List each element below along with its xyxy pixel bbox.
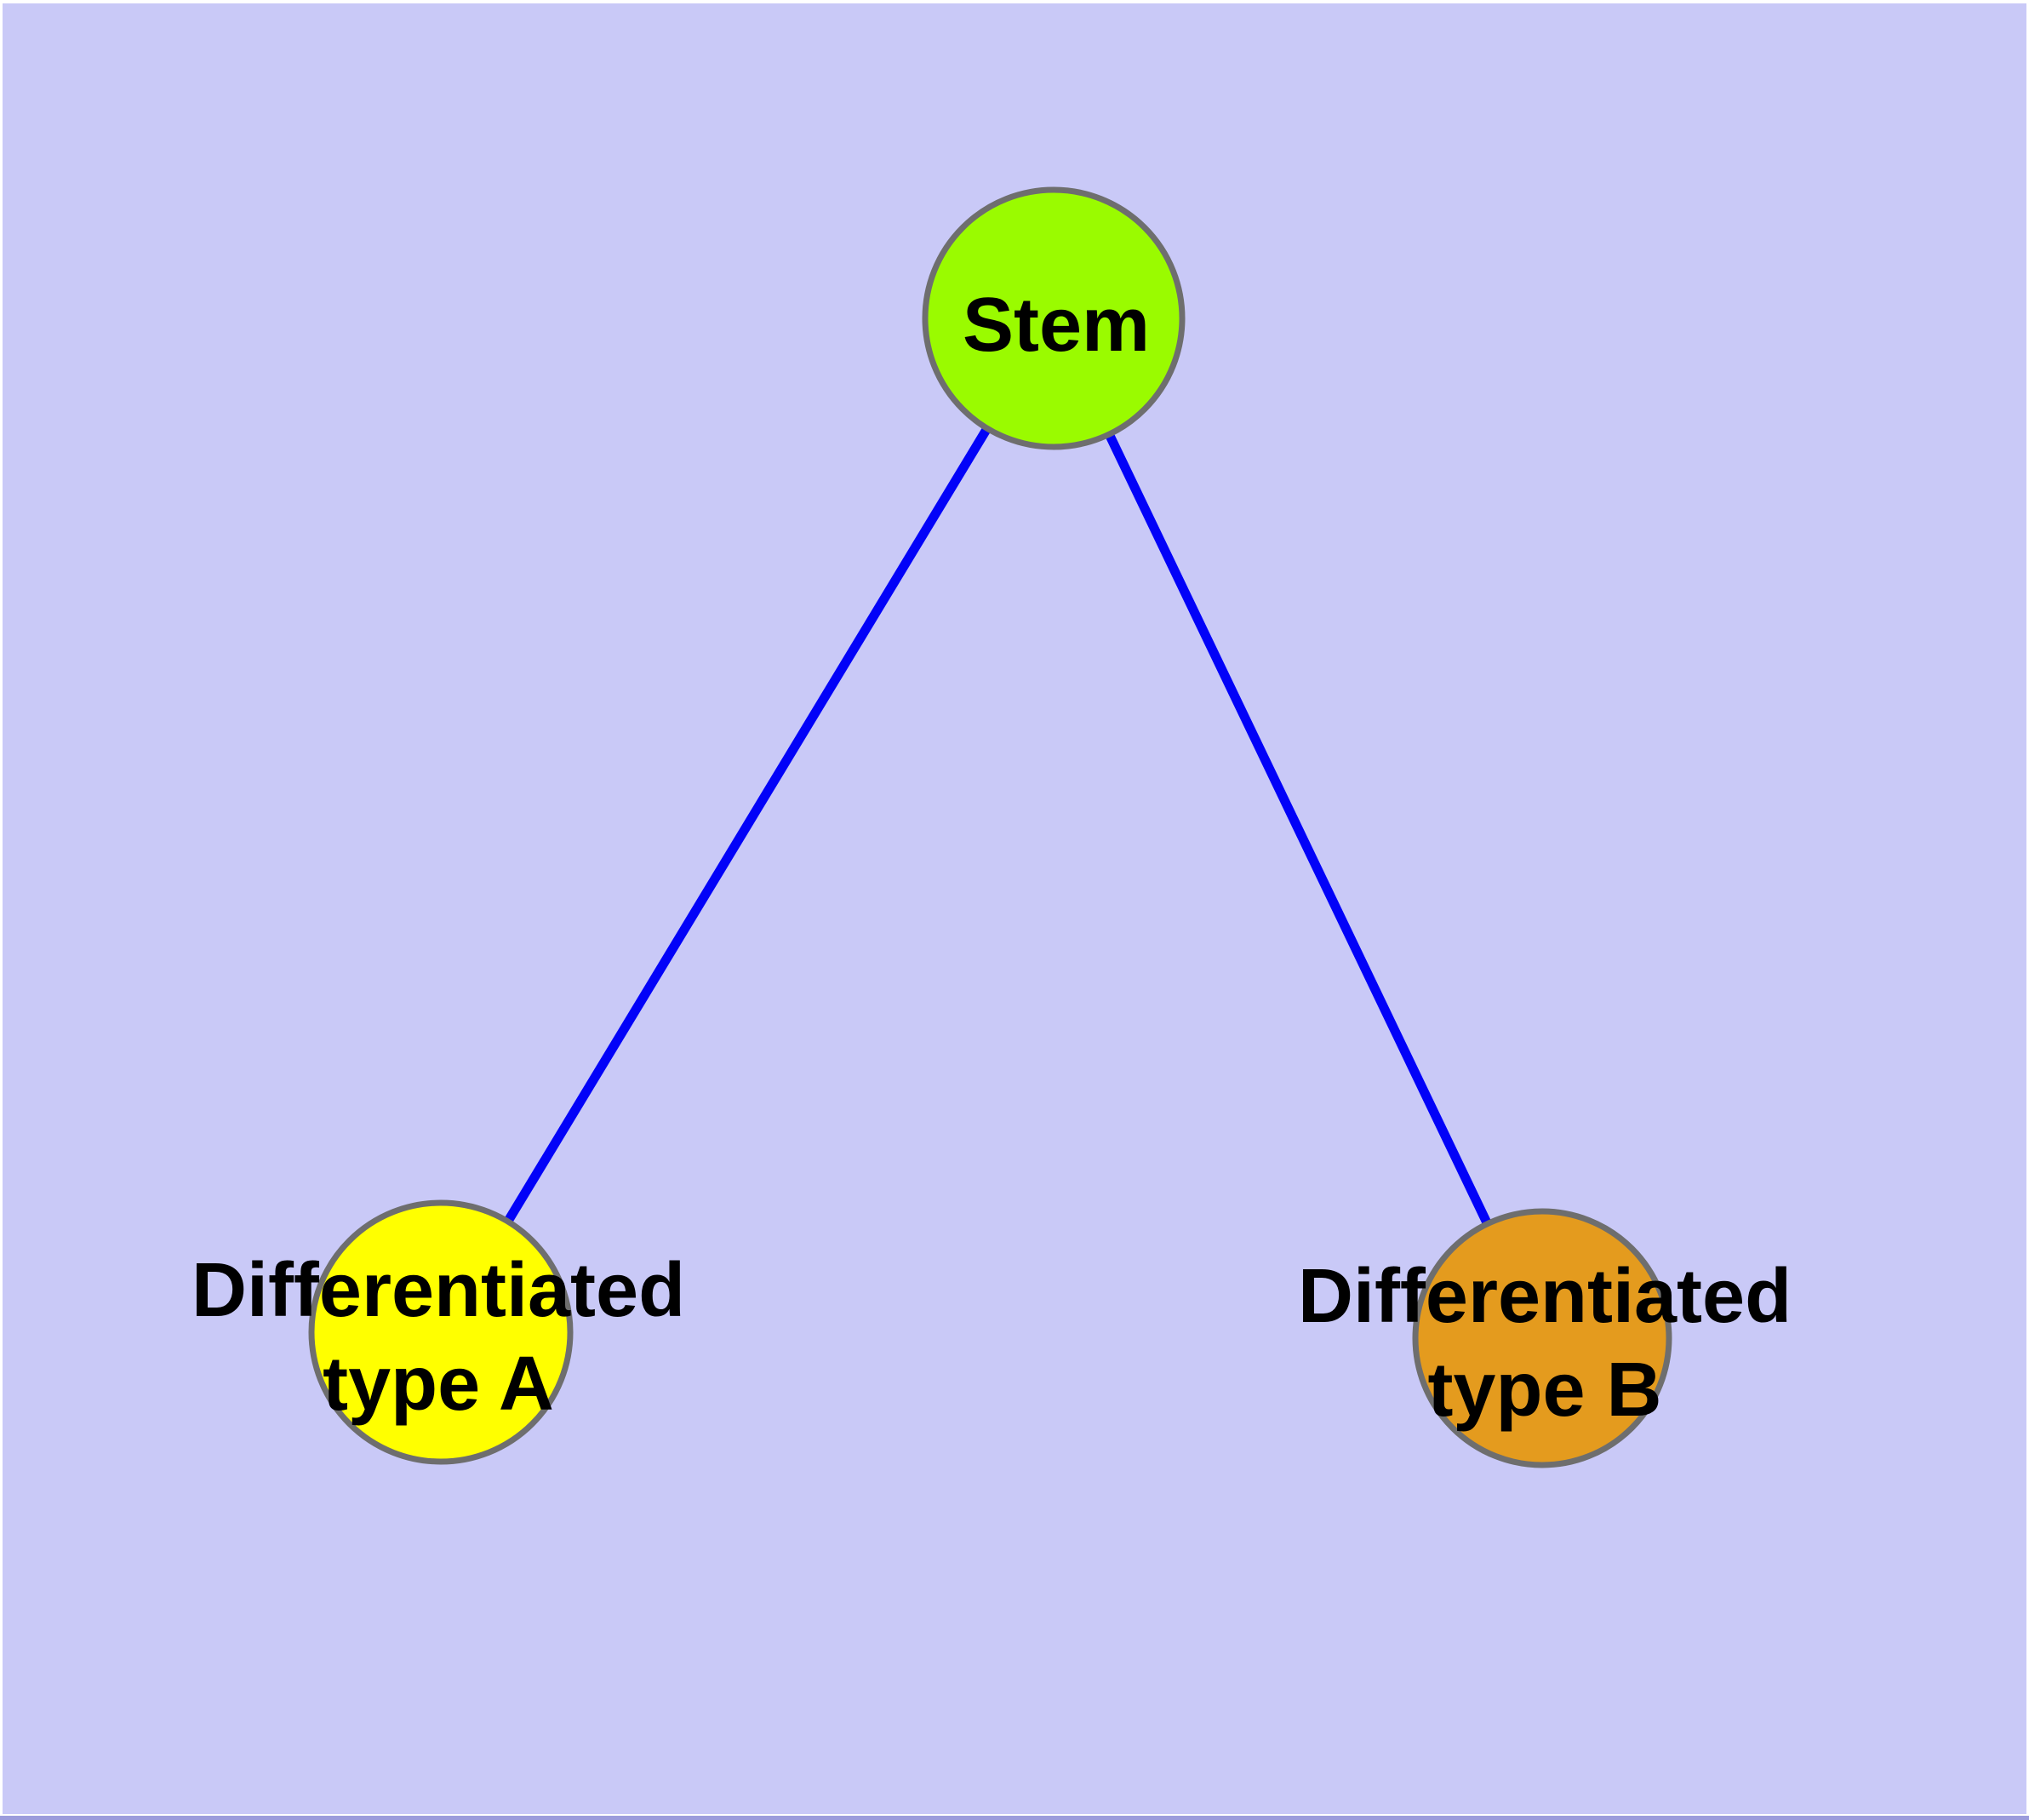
graph-canvas: Stem Differentiated type A Differentiate… <box>3 3 2026 1814</box>
node-type-a <box>308 1199 574 1465</box>
window-bottom-edge <box>0 1816 2029 1820</box>
graph <box>3 3 2026 1814</box>
edge-stem-type-a <box>436 313 1059 1337</box>
edge-stem-type-b <box>1049 313 1547 1343</box>
node-stem <box>922 186 1186 450</box>
node-type-b <box>1412 1208 1672 1468</box>
